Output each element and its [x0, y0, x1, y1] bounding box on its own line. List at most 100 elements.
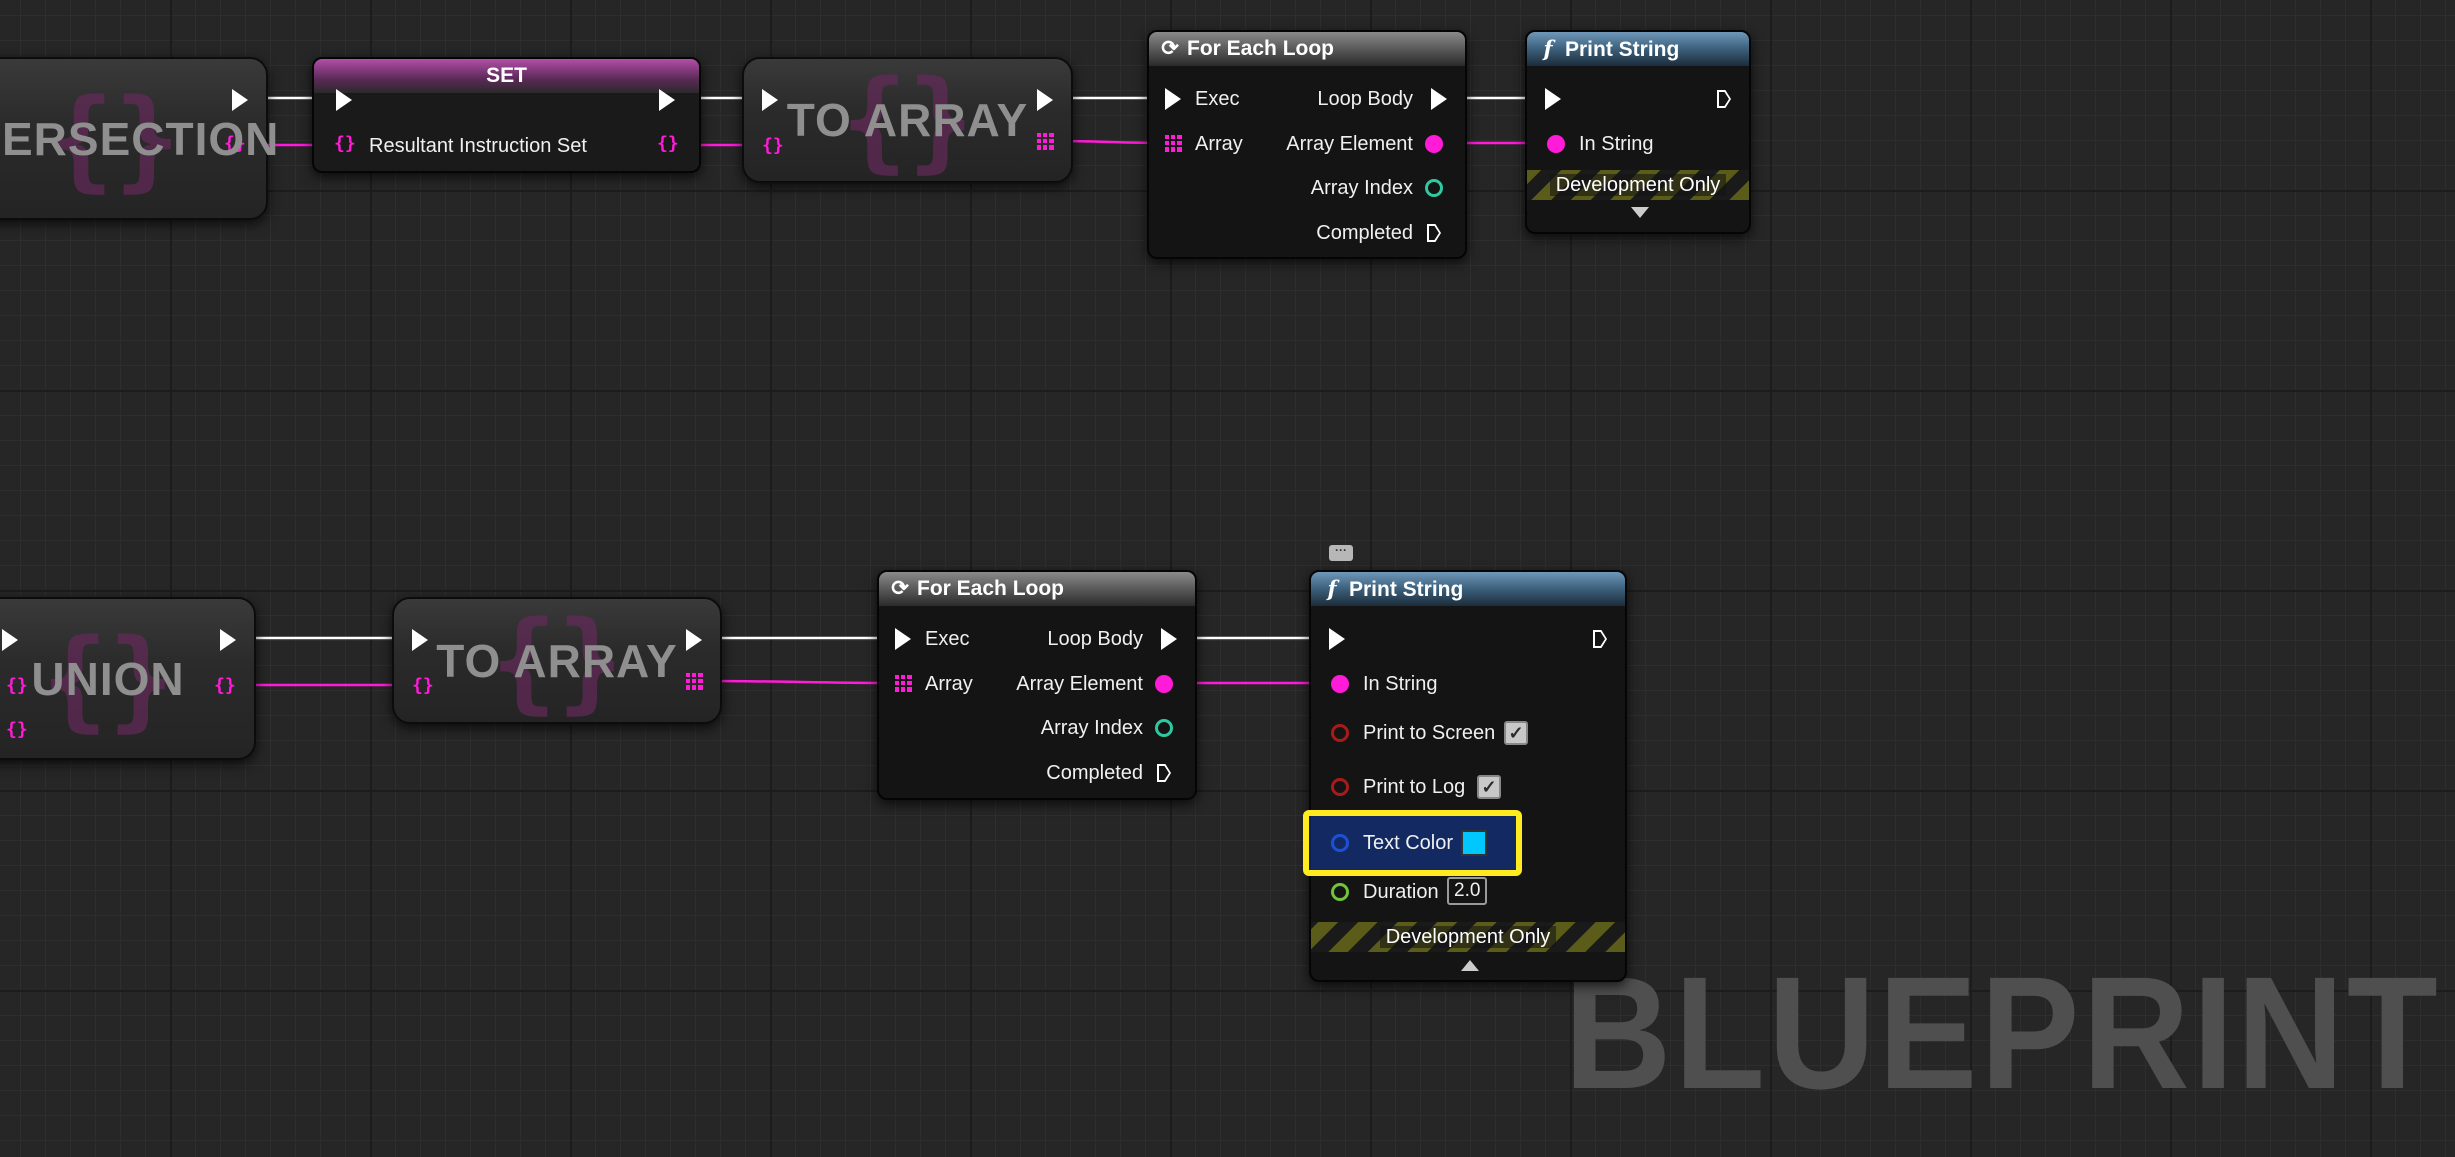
exec-in-pin[interactable]	[2, 629, 18, 651]
array-in-pin[interactable]	[895, 675, 912, 692]
array-out-pin[interactable]	[686, 673, 703, 690]
set-in-pin[interactable]: {}	[412, 675, 434, 696]
collapse-arrow-icon[interactable]	[1461, 960, 1479, 971]
for-each-loop-title: For Each Loop	[1187, 37, 1334, 60]
union-node-title: UNION	[31, 652, 185, 705]
set-in-pin[interactable]: {}	[334, 133, 356, 154]
array-element-out-pin[interactable]	[1425, 135, 1443, 153]
print-string-header: f Print String	[1311, 572, 1625, 606]
completed-out-pin[interactable]	[1157, 764, 1171, 782]
array-element-label: Array Element	[1286, 133, 1413, 155]
print-to-log-label: Print to Log	[1363, 776, 1466, 798]
completed-label: Completed	[1316, 222, 1413, 244]
exec-in-pin[interactable]	[1165, 88, 1181, 110]
set-brace-watermark-icon: {}	[841, 56, 974, 184]
exec-in-pin[interactable]	[895, 628, 911, 650]
in-string-pin[interactable]	[1547, 135, 1565, 153]
set-node-title: SET	[314, 59, 699, 93]
array-index-out-pin[interactable]	[1155, 719, 1173, 737]
blueprint-watermark: BLUEPRINT	[1564, 943, 2441, 1122]
loop-body-label: Loop Body	[1047, 628, 1143, 650]
set-node[interactable]: SET {} Resultant Instruction Set {}	[312, 57, 701, 173]
duration-pin[interactable]	[1331, 883, 1349, 901]
function-icon: f	[1543, 36, 1553, 61]
print-to-log-checkbox[interactable]: ✓	[1477, 775, 1501, 799]
completed-out-pin[interactable]	[1427, 224, 1441, 242]
to-array-node[interactable]: {} TO ARRAY {}	[392, 597, 722, 724]
duration-field[interactable]: 2.0	[1447, 877, 1488, 905]
loop-body-out-pin[interactable]	[1161, 628, 1177, 650]
array-index-out-pin[interactable]	[1425, 179, 1443, 197]
for-each-loop-header: ⟳ For Each Loop	[1149, 32, 1465, 66]
print-to-screen-label: Print to Screen	[1363, 722, 1496, 744]
set-brace-watermark-icon: {}	[490, 596, 624, 725]
text-color-swatch[interactable]	[1461, 830, 1487, 856]
array-label: Array	[1195, 133, 1243, 155]
exec-label: Exec	[1195, 88, 1240, 110]
set-b-in-pin[interactable]: {}	[6, 719, 28, 740]
exec-out-pin[interactable]	[1037, 89, 1053, 111]
in-string-label: In String	[1363, 673, 1438, 695]
array-index-label: Array Index	[1310, 177, 1413, 199]
exec-out-pin[interactable]	[659, 89, 675, 111]
union-node[interactable]: {} UNION {} {} {}	[0, 597, 256, 760]
array-out-pin[interactable]	[1037, 133, 1054, 150]
set-out-pin[interactable]: {}	[657, 133, 679, 154]
set-a-in-pin[interactable]: {}	[6, 675, 28, 696]
array-element-out-pin[interactable]	[1155, 675, 1173, 693]
array-element-label: Array Element	[1016, 673, 1143, 695]
for-each-loop-header: ⟳ For Each Loop	[879, 572, 1195, 606]
for-each-loop-node[interactable]: ⟳ For Each Loop Exec Loop Body Array Arra…	[1147, 30, 1467, 259]
in-string-pin[interactable]	[1331, 675, 1349, 693]
exec-out-pin[interactable]	[232, 89, 248, 111]
intersection-node-title: ERSECTION	[2, 112, 280, 165]
resultant-instruction-set-label: Resultant Instruction Set	[369, 135, 587, 157]
exec-in-pin[interactable]	[1545, 88, 1561, 110]
print-to-log-pin[interactable]	[1331, 778, 1349, 796]
array-wire	[703, 679, 893, 685]
to-array-node-title: TO ARRAY	[786, 94, 1029, 146]
exec-out-pin[interactable]	[1593, 630, 1607, 648]
loop-icon: ⟳	[1161, 37, 1179, 60]
to-array-node[interactable]: {} TO ARRAY {}	[742, 57, 1073, 183]
exec-in-pin[interactable]	[762, 89, 778, 111]
set-in-pin[interactable]: {}	[762, 135, 784, 156]
print-to-screen-checkbox[interactable]: ✓	[1504, 721, 1528, 745]
exec-out-pin[interactable]	[686, 629, 702, 651]
set-brace-watermark-icon: {}	[47, 74, 181, 203]
loop-body-label: Loop Body	[1317, 88, 1413, 110]
print-string-header: f Print String	[1527, 32, 1749, 66]
exec-label: Exec	[925, 628, 970, 650]
exec-in-pin[interactable]	[336, 89, 352, 111]
in-string-label: In String	[1579, 133, 1654, 155]
text-color-label: Text Color	[1363, 832, 1454, 854]
exec-in-pin[interactable]	[1329, 628, 1345, 650]
exec-out-pin[interactable]	[220, 629, 236, 651]
loop-body-out-pin[interactable]	[1431, 88, 1447, 110]
expand-arrow-icon[interactable]	[1631, 207, 1649, 218]
set-out-pin[interactable]: {}	[214, 675, 236, 696]
array-label: Array	[925, 673, 973, 695]
exec-in-pin[interactable]	[412, 629, 428, 651]
comment-bubble-icon[interactable]: ···	[1329, 544, 1353, 561]
for-each-loop-title: For Each Loop	[917, 577, 1064, 600]
loop-icon: ⟳	[891, 577, 909, 600]
development-only-banner: Development Only	[1527, 170, 1749, 200]
for-each-loop-node[interactable]: ⟳ For Each Loop Exec Loop Body Array Arra…	[877, 570, 1197, 800]
function-icon: f	[1327, 576, 1337, 601]
exec-out-pin[interactable]	[1717, 90, 1731, 108]
print-to-screen-pin[interactable]	[1331, 724, 1349, 742]
array-in-pin[interactable]	[1165, 135, 1182, 152]
duration-label: Duration	[1363, 881, 1439, 903]
print-string-title: Print String	[1565, 38, 1680, 61]
development-only-banner: Development Only	[1311, 922, 1625, 952]
set-brace-watermark-icon: {}	[41, 614, 175, 743]
to-array-node-title: TO ARRAY	[436, 634, 678, 687]
text-color-pin[interactable]	[1331, 834, 1349, 852]
intersection-node[interactable]: {} ERSECTION {}	[0, 57, 280, 220]
print-string-title: Print String	[1349, 578, 1464, 601]
array-index-label: Array Index	[1040, 717, 1143, 739]
print-string-node[interactable]: f Print String In String Development Only	[1525, 30, 1751, 234]
set-out-pin[interactable]: {}	[224, 133, 246, 154]
